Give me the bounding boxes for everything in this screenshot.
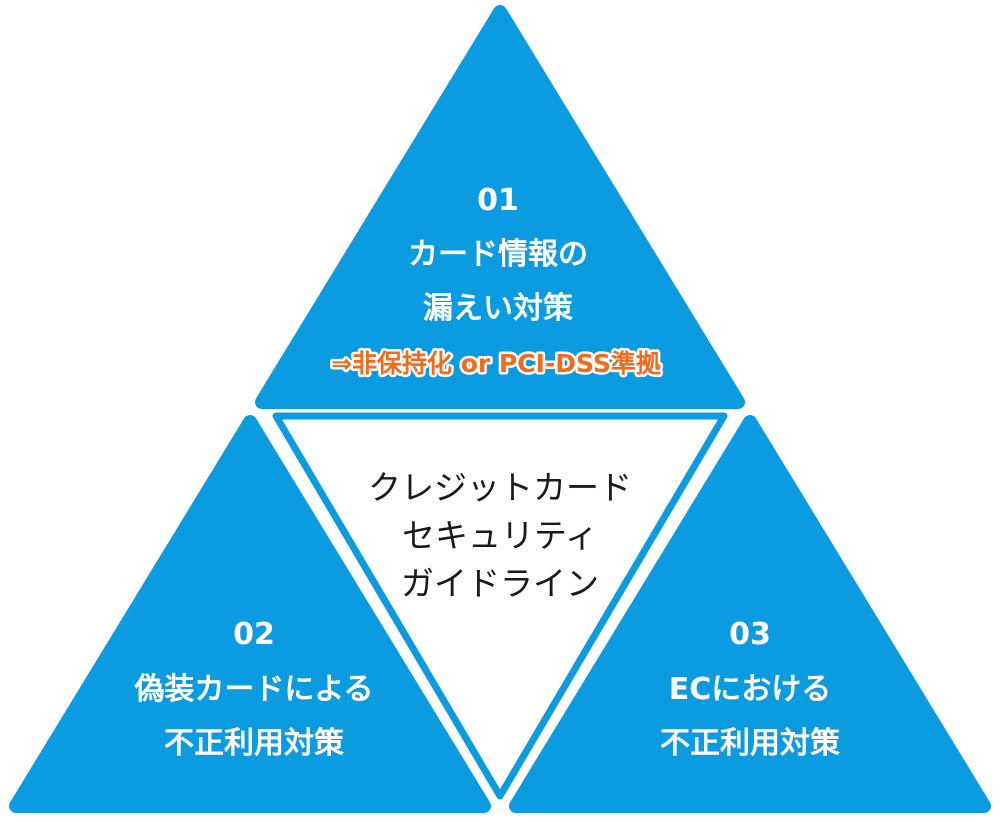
right-number: 03 (729, 617, 771, 652)
top-label-line1: カード情報の (408, 237, 588, 272)
top-number: 01 (477, 183, 519, 218)
left-triangle (9, 415, 491, 813)
top-triangle (255, 5, 745, 409)
center-label-line2: セキュリティ (402, 516, 598, 555)
left-label-line1: 偽装カードによる (133, 672, 373, 707)
center-label-line1: クレジットカード (368, 468, 632, 507)
right-label-line1: ECにおける (669, 672, 832, 707)
center-triangle (272, 412, 728, 800)
top-label-line2: 漏えい対策 (423, 291, 573, 326)
center-label-line3: ガイドライン (401, 564, 599, 603)
right-label-line2: 不正利用対策 (660, 726, 840, 761)
left-label-line2: 不正利用対策 (164, 726, 344, 761)
right-triangle (509, 415, 991, 813)
top-note: ⇒非保持化 or PCI-DSS準拠 (331, 349, 662, 378)
left-number: 02 (233, 617, 275, 652)
